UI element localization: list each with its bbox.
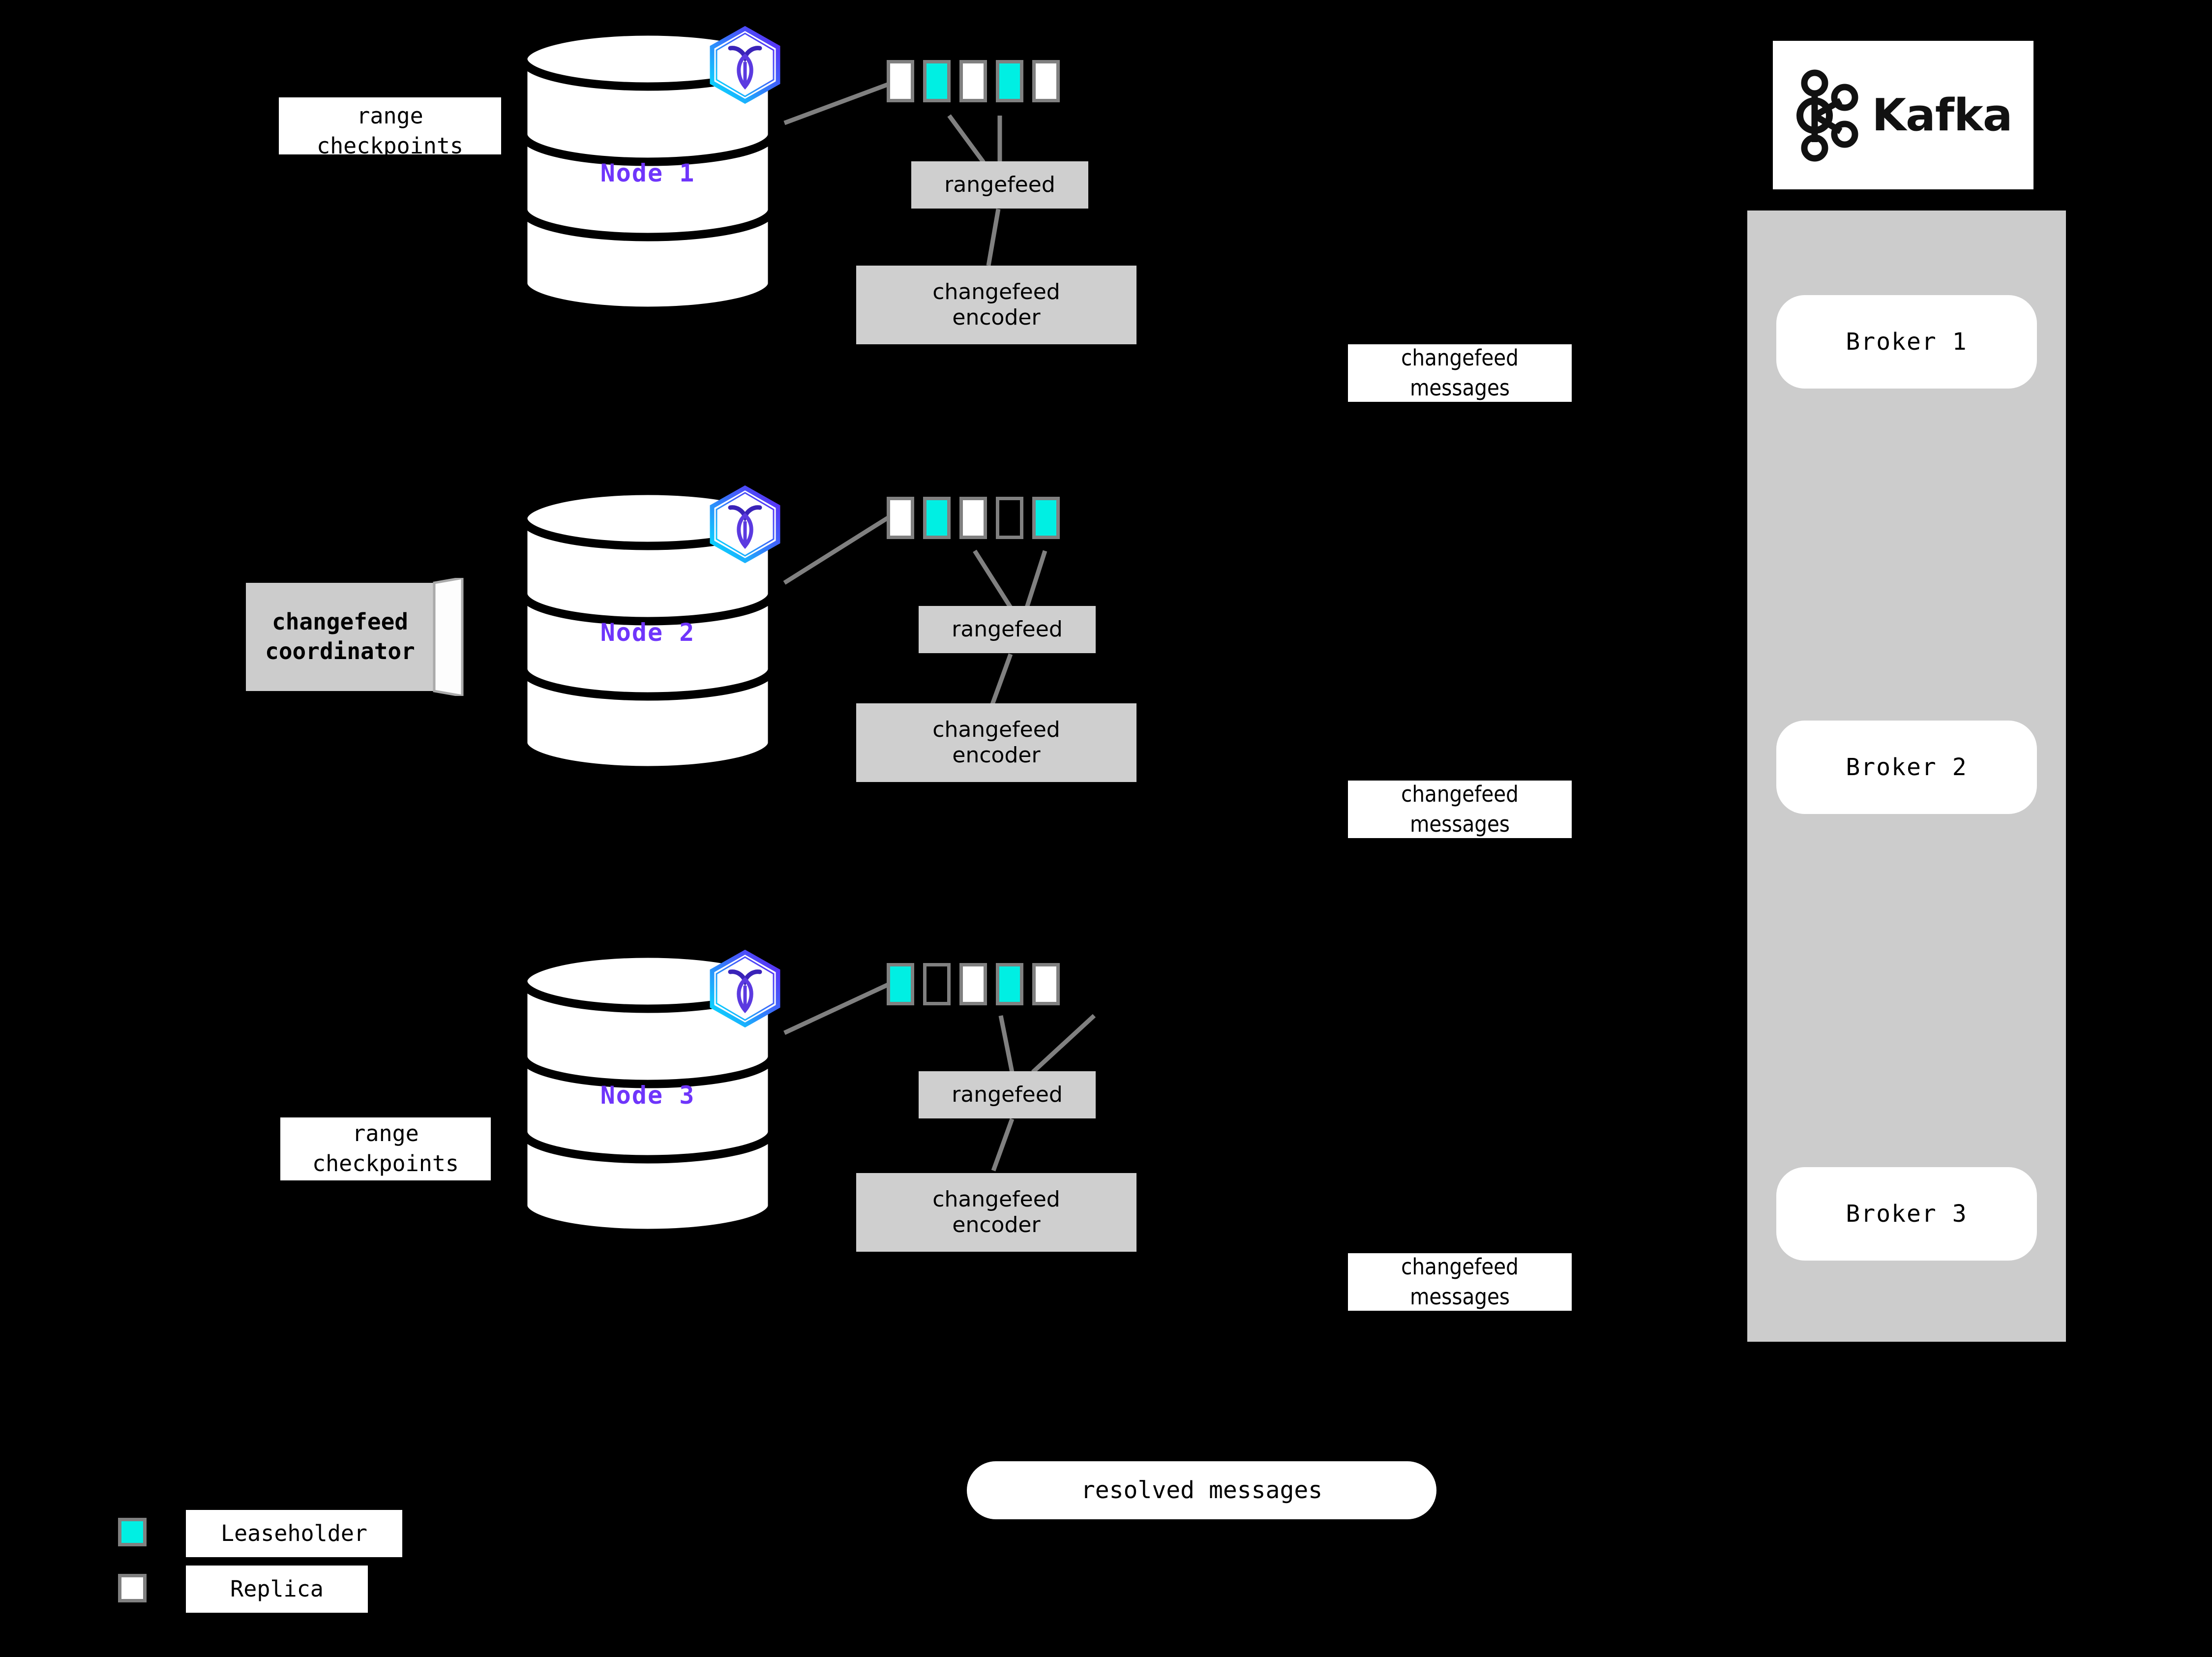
range-checkpoints-line-1: range bbox=[352, 1120, 419, 1147]
changefeed-messages-line-2: messages bbox=[1409, 811, 1510, 837]
range-checkpoints-line-1: range bbox=[357, 103, 423, 129]
node-1-changefeed-encoder-box[interactable]: changefeed encoder bbox=[856, 266, 1136, 344]
range-checkpoints-line-2: checkpoints bbox=[316, 132, 463, 154]
cockroachdb-hexagon-icon bbox=[708, 26, 782, 104]
changefeed-messages-line-1: changefeed bbox=[1401, 344, 1519, 371]
broker-2[interactable]: Broker 2 bbox=[1776, 721, 2037, 814]
range-box-leaseholder[interactable] bbox=[923, 497, 951, 539]
node-1-label: Node 1 bbox=[600, 159, 695, 187]
legend-label-text: Replica bbox=[230, 1575, 324, 1602]
legend-label-replica: Replica bbox=[186, 1566, 368, 1613]
node-2-label: Node 2 bbox=[600, 618, 695, 647]
broker-label: Broker 2 bbox=[1846, 753, 1968, 781]
broker-3[interactable]: Broker 3 bbox=[1776, 1167, 2037, 1261]
changefeed-messages-label-1: changefeed messages bbox=[1348, 344, 1572, 402]
cylinder-shape bbox=[519, 951, 777, 1236]
legend-swatch-leaseholder bbox=[118, 1518, 147, 1546]
range-box-replica[interactable] bbox=[959, 497, 987, 539]
legend-label-leaseholder: Leaseholder bbox=[186, 1510, 402, 1557]
node-3-changefeed-encoder-box[interactable]: changefeed encoder bbox=[856, 1173, 1136, 1252]
cylinder-shape bbox=[519, 29, 777, 314]
changefeed-messages-label-2: changefeed messages bbox=[1348, 781, 1572, 838]
broker-label: Broker 1 bbox=[1846, 328, 1968, 356]
range-box-empty[interactable] bbox=[996, 497, 1023, 539]
range-box-replica[interactable] bbox=[1032, 60, 1060, 102]
range-box-leaseholder[interactable] bbox=[923, 60, 951, 102]
changefeed-messages-line-2: messages bbox=[1409, 374, 1510, 401]
node-2-rangefeed-box[interactable]: rangefeed bbox=[919, 606, 1096, 653]
changefeed-messages-label-3: changefeed messages bbox=[1348, 1253, 1572, 1311]
kafka-nodes-icon bbox=[1796, 69, 1858, 162]
encoder-label-line-1: changefeed bbox=[932, 1187, 1060, 1212]
cockroachdb-hexagon-icon bbox=[708, 949, 782, 1028]
node-1-rangefeed-box[interactable]: rangefeed bbox=[911, 161, 1088, 209]
range-box-leaseholder[interactable] bbox=[996, 60, 1023, 102]
range-checkpoints-top-label: range checkpoints bbox=[279, 97, 501, 154]
rangefeed-label: rangefeed bbox=[952, 1082, 1063, 1108]
broker-1[interactable]: Broker 1 bbox=[1776, 295, 2037, 389]
cylinder-shape bbox=[519, 488, 777, 773]
changefeed-messages-line-1: changefeed bbox=[1401, 1253, 1519, 1280]
range-box-replica[interactable] bbox=[887, 60, 914, 102]
range-checkpoints-bottom-label: range checkpoints bbox=[280, 1117, 491, 1180]
legend-label-text: Leaseholder bbox=[220, 1520, 367, 1546]
range-checkpoints-line-2: checkpoints bbox=[312, 1150, 459, 1176]
coordinator-line-1: changefeed bbox=[272, 608, 408, 635]
node-3-cylinder: Node 3 bbox=[517, 951, 778, 1236]
coordinator-text: changefeed coordinator bbox=[246, 578, 434, 696]
range-box-leaseholder[interactable] bbox=[1032, 497, 1060, 539]
encoder-label-line-1: changefeed bbox=[932, 279, 1060, 305]
kafka-wordmark: Kafka bbox=[1872, 89, 2012, 141]
encoder-label-line-2: encoder bbox=[952, 743, 1041, 768]
node-1-range-row bbox=[887, 60, 1060, 102]
cockroachdb-hexagon-icon bbox=[708, 485, 782, 564]
broker-label: Broker 3 bbox=[1846, 1200, 1968, 1228]
range-box-replica[interactable] bbox=[959, 963, 987, 1005]
range-box-replica[interactable] bbox=[959, 60, 987, 102]
encoder-label-line-2: encoder bbox=[952, 305, 1041, 330]
node-2-range-row bbox=[887, 497, 1060, 539]
changefeed-coordinator-callout[interactable]: changefeed coordinator bbox=[246, 576, 482, 697]
rangefeed-label: rangefeed bbox=[944, 172, 1055, 198]
changefeed-messages-line-1: changefeed bbox=[1401, 781, 1519, 807]
node-2-cylinder: Node 2 bbox=[517, 488, 778, 773]
range-box-replica[interactable] bbox=[887, 497, 914, 539]
range-box-leaseholder[interactable] bbox=[887, 963, 914, 1005]
node-3-range-row bbox=[887, 963, 1060, 1005]
kafka-logo-card: Kafka bbox=[1773, 41, 2033, 189]
legend-swatch-replica bbox=[118, 1574, 147, 1602]
node-3-label: Node 3 bbox=[600, 1081, 695, 1110]
encoder-label-line-2: encoder bbox=[952, 1212, 1041, 1237]
coordinator-shape bbox=[246, 576, 464, 697]
node-3-rangefeed-box[interactable]: rangefeed bbox=[919, 1071, 1096, 1118]
changefeed-messages-line-2: messages bbox=[1409, 1283, 1510, 1310]
node-1-cylinder: Node 1 bbox=[517, 29, 778, 314]
coordinator-line-2: coordinator bbox=[265, 638, 415, 664]
range-box-empty[interactable] bbox=[923, 963, 951, 1005]
resolved-messages-label: resolved messages bbox=[1080, 1476, 1323, 1504]
resolved-messages-pill: resolved messages bbox=[967, 1461, 1436, 1519]
encoder-label-line-1: changefeed bbox=[932, 717, 1060, 743]
rangefeed-label: rangefeed bbox=[952, 617, 1063, 642]
range-box-leaseholder[interactable] bbox=[996, 963, 1023, 1005]
node-2-changefeed-encoder-box[interactable]: changefeed encoder bbox=[856, 703, 1136, 782]
range-box-replica[interactable] bbox=[1032, 963, 1060, 1005]
